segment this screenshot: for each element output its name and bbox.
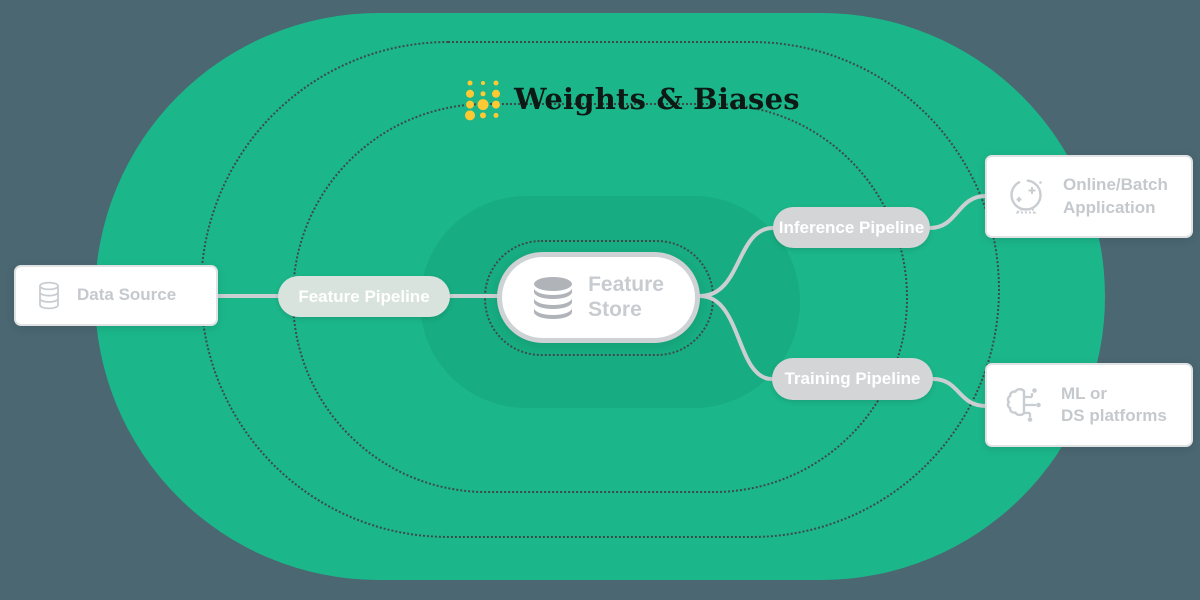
- wandb-logo: Weights & Biases: [464, 76, 800, 122]
- training-pipeline-label: Training Pipeline: [784, 369, 921, 388]
- feature-pipeline-node: Feature Pipeline: [278, 276, 450, 317]
- wandb-wordmark: Weights & Biases: [514, 82, 800, 116]
- online-batch-application-node: Online/Batch Application: [985, 155, 1193, 238]
- feature-store-label: Feature Store: [588, 272, 664, 321]
- data-source-label: Data Source: [77, 285, 177, 305]
- brain-circuit-icon: [1003, 383, 1047, 427]
- training-pipeline-node: Training Pipeline: [772, 358, 933, 400]
- crystal-ball-icon: [1003, 175, 1049, 219]
- online-batch-application-label: Online/Batch Application: [1063, 175, 1168, 217]
- wandb-logo-dots-icon: [465, 80, 500, 121]
- ml-ds-platforms-node: ML or DS platforms: [985, 363, 1193, 447]
- feature-store-node: Feature Store: [497, 252, 700, 343]
- database-icon: [36, 280, 62, 311]
- feature-pipeline-label: Feature Pipeline: [298, 286, 430, 306]
- inference-pipeline-label: Inference Pipeline: [778, 217, 925, 237]
- data-source-node: Data Source: [14, 265, 218, 326]
- inference-pipeline-node: Inference Pipeline: [773, 207, 930, 248]
- ml-ds-platforms-label: ML or DS platforms: [1061, 383, 1167, 425]
- database-icon: [533, 276, 573, 320]
